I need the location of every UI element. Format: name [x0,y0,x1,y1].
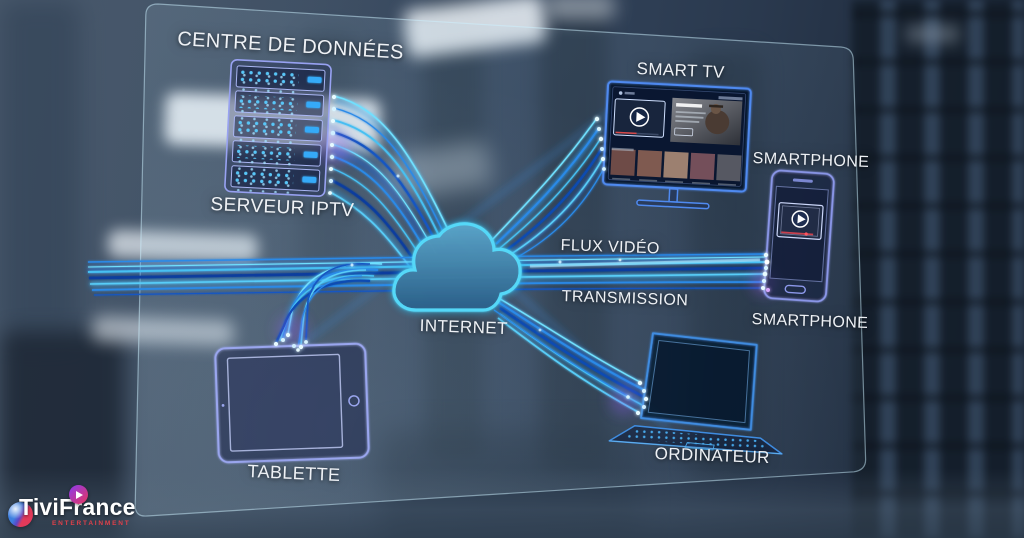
phone-video-player [776,202,824,240]
fiber-glow-tips [273,94,770,416]
tv-icon [602,80,752,210]
tv-thumbnail-row [610,147,742,186]
server-led-dots [234,69,299,194]
label-smart-tv: SMART TV [636,59,726,82]
label-internet: INTERNET [419,316,509,339]
server-rack-icon [224,58,332,198]
tablet-icon [214,342,370,464]
tivifrance-logo: TiviFrance ENTERTAINMENT [6,485,146,536]
logo-tagline: ENTERTAINMENT [52,520,131,527]
tv-featured-content [670,97,743,146]
logo-play-icon [69,485,88,504]
label-computer: ORDINATEUR [654,444,771,468]
fiber-beam-to-tablet [275,262,383,350]
fiber-cloud-to-tv [491,117,606,261]
label-flux-video: FLUX VIDÉO [560,237,661,258]
cloud-icon [389,219,525,315]
smartphone-icon [763,169,835,303]
tv-player [613,98,666,138]
laptop-icon [608,332,783,455]
label-tablet: TABLETTE [247,461,341,486]
server-status-badges [302,76,322,183]
logo-sphere-icon [8,502,33,527]
